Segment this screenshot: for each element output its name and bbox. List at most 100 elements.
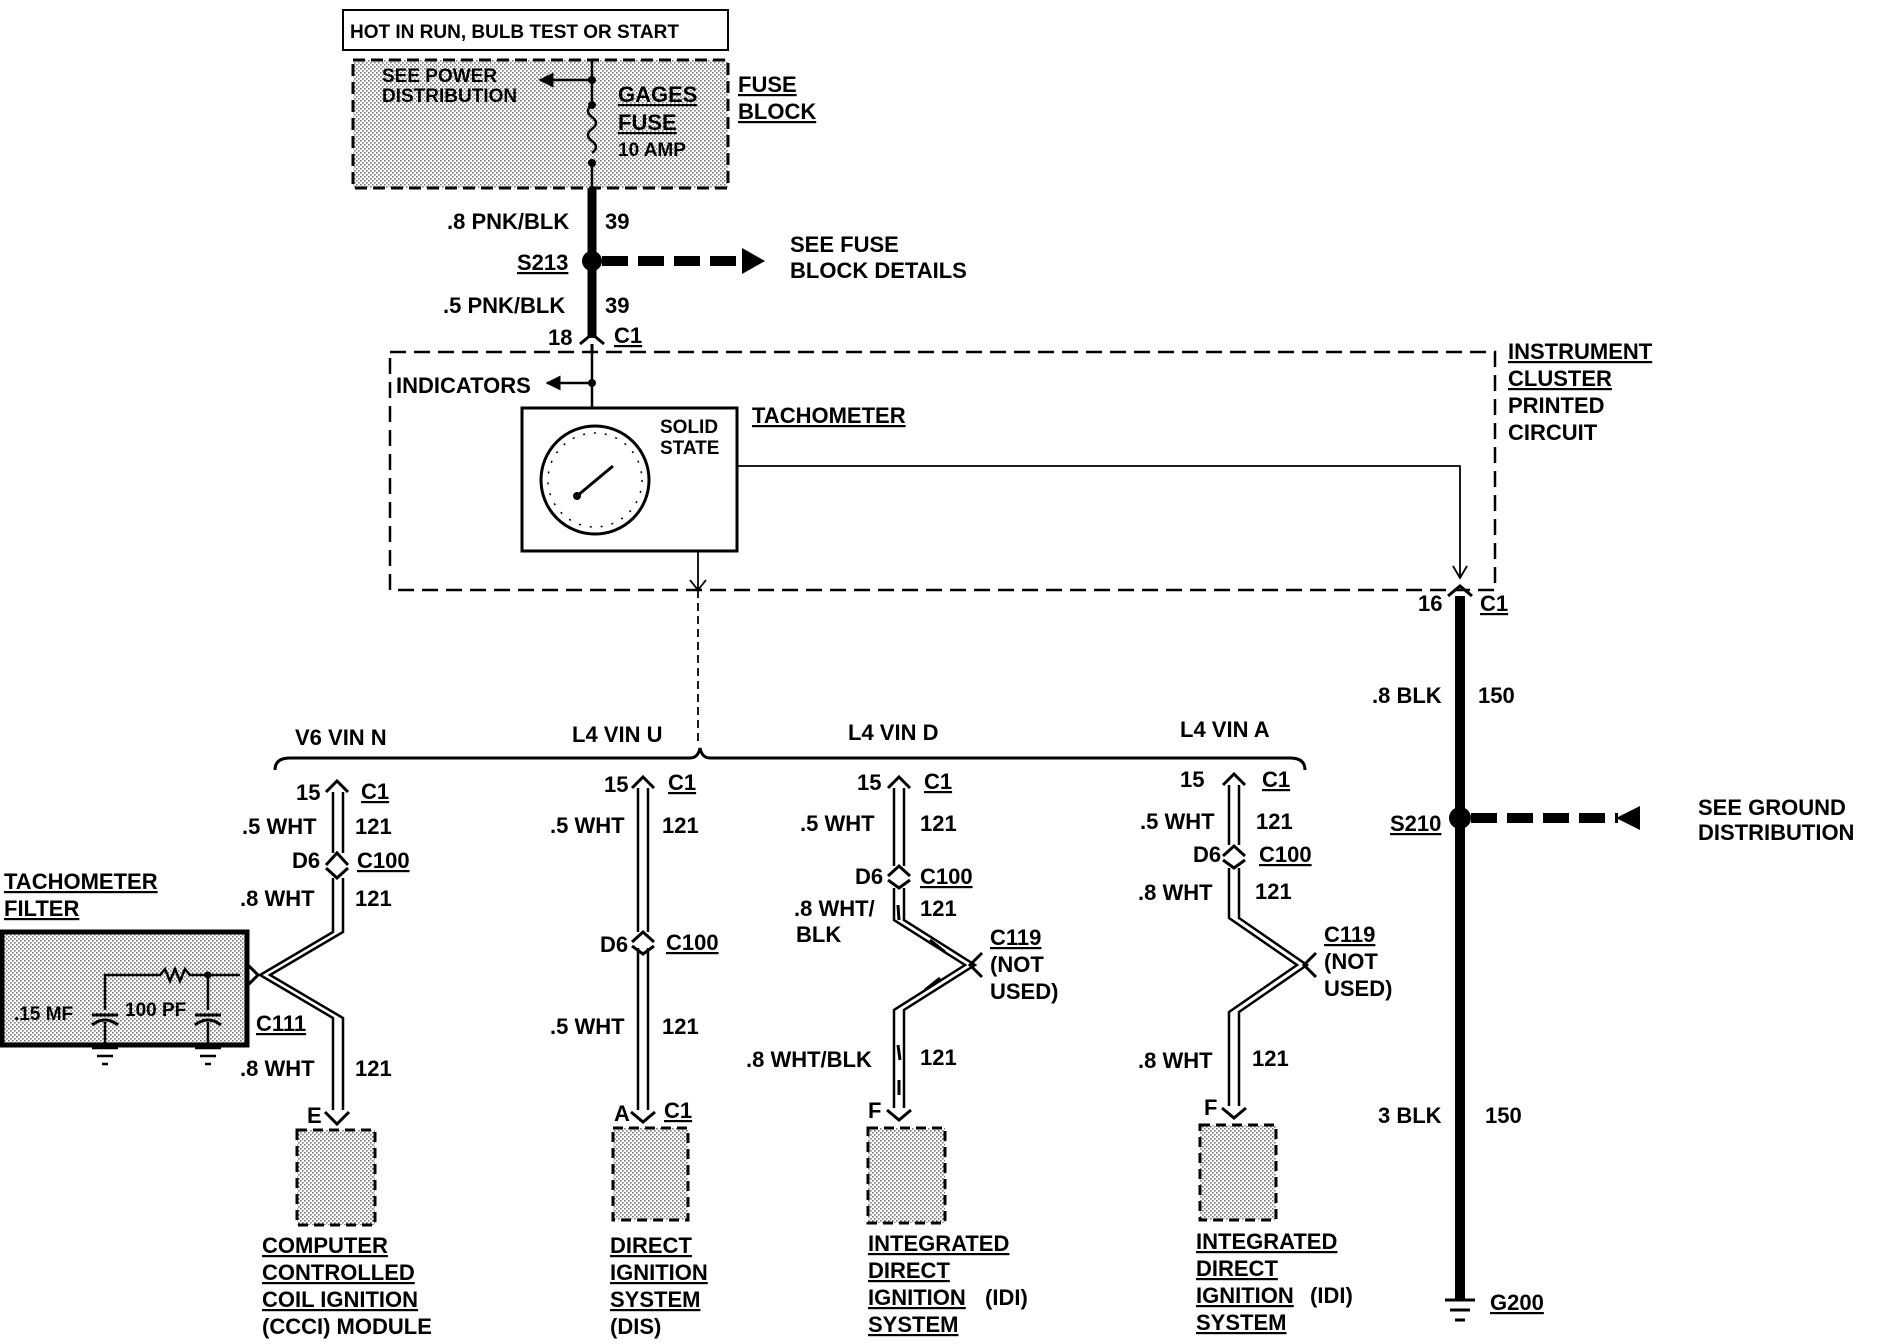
vin-label-l4-u: L4 VIN U	[572, 722, 662, 747]
branch-l4u-wiring	[630, 774, 656, 1124]
l4a-circuit-2: 121	[1255, 879, 1292, 904]
dis-label-3: SYSTEM	[610, 1287, 700, 1312]
l4a-conn-top: C1	[1262, 767, 1290, 792]
v6-pin-bot: E	[307, 1103, 322, 1128]
fuse-block-title-1: FUSE	[738, 72, 797, 97]
see-ground-label-2: DISTRIBUTION	[1698, 820, 1854, 845]
instrument-cluster	[388, 350, 1497, 592]
idi-module-box-1	[866, 1126, 947, 1225]
l4d-circuit-3: 121	[920, 1045, 957, 1070]
ground-g200-label: G200	[1490, 1290, 1544, 1315]
filter-ground-2	[195, 1046, 221, 1066]
l4u-pin-top: 15	[604, 772, 628, 797]
ground-conn-label: C1	[1480, 591, 1508, 616]
l4u-circuit-1: 121	[662, 813, 699, 838]
idi1-label-2: DIRECT	[868, 1258, 950, 1283]
power-note-box: HOT IN RUN, BULB TEST OR START	[342, 9, 729, 51]
idi2-label-1: INTEGRATED	[1196, 1229, 1337, 1254]
ccci-module-box	[295, 1128, 377, 1227]
filter-cap-1: .15 MF	[14, 1004, 73, 1025]
ground-wire-upper-label: .8 BLK	[1372, 683, 1442, 708]
filter-title-2: FILTER	[4, 896, 79, 921]
idi2-label-5: SYSTEM	[1196, 1310, 1286, 1335]
l4d-conn-mid: C100	[920, 864, 973, 889]
v6-circuit-3: 121	[355, 1056, 392, 1081]
filter-cap-2: 100 PF	[125, 1000, 186, 1021]
ccci-label-1: COMPUTER	[262, 1233, 388, 1258]
l4u-wire-2: .5 WHT	[550, 1014, 625, 1039]
power-note-text: HOT IN RUN, BULB TEST OR START	[350, 22, 679, 43]
solid-state-label-1: SOLID	[660, 417, 718, 438]
cluster-title-3: PRINTED	[1508, 393, 1605, 418]
cluster-title-4: CIRCUIT	[1508, 420, 1598, 445]
idi2-label-3: IGNITION	[1196, 1283, 1294, 1308]
l4u-conn-bot: C1	[664, 1098, 692, 1123]
splice-s213-dot	[582, 251, 602, 271]
l4a-not-used-2: USED)	[1324, 976, 1392, 1001]
l4d-wire-3: .8 WHT/BLK	[746, 1047, 872, 1072]
ccci-label-3: COIL IGNITION	[262, 1287, 418, 1312]
v6-wire-1: .5 WHT	[242, 814, 317, 839]
splice-s210-dot	[1449, 807, 1471, 829]
cap-015mf	[91, 1013, 119, 1027]
l4a-wire-1: .5 WHT	[1140, 809, 1215, 834]
l4d-pin-top: 15	[857, 770, 881, 795]
l4u-pin-bot: A	[614, 1101, 630, 1126]
vin-bracket	[273, 590, 1307, 771]
feed-circuit-upper: 39	[605, 209, 629, 234]
l4u-circuit-2: 121	[662, 1014, 699, 1039]
l4a-pin-mid: D6	[1193, 842, 1221, 867]
feed-wire-lower-label: .5 PNK/BLK	[443, 293, 565, 318]
ground-wire	[1445, 584, 1640, 1322]
feed-wire-upper-label: .8 PNK/BLK	[447, 209, 569, 234]
l4a-pin-bot: F	[1204, 1095, 1217, 1120]
ground-pin-label: 16	[1418, 591, 1442, 616]
ground-circuit-lower: 150	[1485, 1103, 1522, 1128]
l4d-not-used-1: (NOT	[990, 952, 1044, 977]
dis-label-4: (DIS)	[610, 1314, 661, 1339]
solid-state-label-2: STATE	[660, 438, 719, 459]
v6-conn-top: C1	[361, 779, 389, 804]
l4a-c119-label: C119	[1324, 922, 1375, 947]
vin-label-l4-d: L4 VIN D	[848, 720, 938, 745]
cap-100pf	[194, 1013, 222, 1027]
v6-pin-mid: D6	[292, 848, 320, 873]
vin-label-v6-n: V6 VIN N	[295, 725, 387, 750]
l4d-not-used-2: USED)	[990, 979, 1058, 1004]
l4d-circuit-2: 121	[920, 896, 957, 921]
see-power-label-2: DISTRIBUTION	[382, 86, 517, 107]
splice-s213-label: S213	[517, 250, 568, 275]
v6-pin-top: 15	[296, 780, 320, 805]
feed-pin-label: 18	[548, 325, 572, 350]
v6-filter-conn: C111	[256, 1011, 306, 1036]
ground-circuit-upper: 150	[1478, 683, 1515, 708]
see-fuse-details-2: BLOCK DETAILS	[790, 258, 967, 283]
feed-wire	[579, 188, 765, 352]
l4a-circuit-1: 121	[1256, 809, 1293, 834]
filter-ground-1	[92, 1046, 118, 1066]
fuse-label: FUSE	[618, 110, 677, 135]
filter-title-1: TACHOMETER	[4, 869, 158, 894]
idi-module-box-2	[1198, 1123, 1278, 1222]
indicators-label: INDICATORS	[396, 373, 531, 398]
l4a-pin-top: 15	[1180, 767, 1204, 792]
connector-c1-pin18	[579, 332, 605, 346]
gages-label: GAGES	[618, 82, 697, 107]
see-ground-label-1: SEE GROUND	[1698, 795, 1846, 820]
l4u-conn-top: C1	[668, 770, 696, 795]
idi1-label-5: SYSTEM	[868, 1312, 958, 1337]
l4a-wire-2: .8 WHT	[1138, 880, 1213, 905]
l4a-circuit-3: 121	[1252, 1046, 1289, 1071]
dis-module-box	[611, 1126, 690, 1222]
fuse-symbol	[586, 104, 598, 154]
cluster-title-1: INSTRUMENT	[1508, 339, 1653, 364]
feed-conn-label: C1	[614, 323, 642, 348]
fuse-block: SEE POWER DISTRIBUTION GAGES FUSE 10 AMP	[351, 58, 730, 190]
tachometer-filter	[0, 929, 250, 1066]
v6-wire-2: .8 WHT	[240, 886, 315, 911]
l4a-not-used-1: (NOT	[1324, 949, 1378, 974]
l4a-conn-mid: C100	[1259, 842, 1312, 867]
v6-wire-3: .8 WHT	[240, 1056, 315, 1081]
idi2-label-2: DIRECT	[1196, 1256, 1278, 1281]
